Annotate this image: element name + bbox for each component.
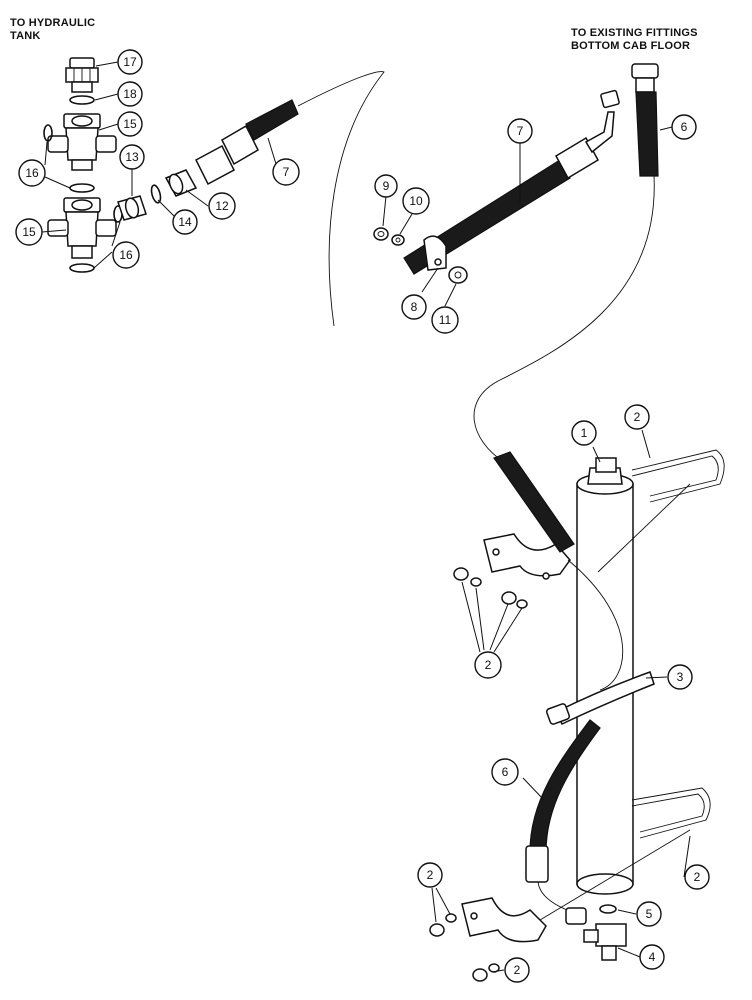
callout-7-middle: 7 xyxy=(507,118,533,144)
callout-2-u-bolt-lower: 2 xyxy=(684,864,710,890)
bracket-lower xyxy=(461,897,547,943)
nuts-upper xyxy=(453,567,528,609)
callout-16-upper: 16 xyxy=(18,159,46,187)
washer-10 xyxy=(391,234,405,246)
svg-text:2: 2 xyxy=(694,870,701,884)
callout-2-nut-bottom: 2 xyxy=(504,957,530,983)
svg-text:2: 2 xyxy=(427,868,434,882)
tee-fitting-upper xyxy=(47,113,117,171)
callout-2-nuts-lower: 2 xyxy=(417,862,443,888)
hose-6-lower-fitting xyxy=(525,845,549,883)
svg-text:16: 16 xyxy=(119,248,133,262)
nut-12 xyxy=(164,169,198,197)
callout-10: 10 xyxy=(402,187,430,215)
o-ring-18 xyxy=(69,95,95,105)
svg-text:3: 3 xyxy=(677,670,684,684)
hose-3-upper xyxy=(493,451,575,553)
note-line-2: BOTTOM CAB FLOOR xyxy=(571,40,691,52)
svg-text:13: 13 xyxy=(125,150,139,164)
svg-text:17: 17 xyxy=(123,55,137,69)
o-ring-16-middle xyxy=(69,183,95,193)
svg-text:6: 6 xyxy=(681,120,688,134)
note-line-1: TO EXISTING FITTINGS xyxy=(571,27,698,39)
callout-2-u-bolt-upper: 2 xyxy=(624,404,650,430)
hose-6-lower-line xyxy=(537,881,573,913)
callout-4: 4 xyxy=(639,944,665,970)
callout-6-lower: 6 xyxy=(491,758,519,786)
tee-fitting-lower xyxy=(47,197,117,259)
svg-text:14: 14 xyxy=(178,215,192,229)
bracket-upper xyxy=(483,533,571,580)
hose-clamp-8 xyxy=(423,235,447,271)
callout-12: 12 xyxy=(208,192,236,220)
note-line-1: TO HYDRAULIC xyxy=(10,17,96,29)
callout-7-left: 7 xyxy=(272,158,300,186)
svg-text:11: 11 xyxy=(439,313,452,327)
note-to-hydraulic-tank: TO HYDRAULIC TANK xyxy=(10,17,95,43)
u-bolt-lower xyxy=(539,787,711,921)
hose-7-end-fitting xyxy=(554,89,620,180)
svg-text:1: 1 xyxy=(581,426,588,440)
callout-14: 14 xyxy=(172,209,198,235)
elbow-fitting-4 xyxy=(565,907,627,961)
nut-9 xyxy=(373,227,389,241)
fitting-adapter-17 xyxy=(65,57,99,93)
washer-11 xyxy=(448,266,468,284)
svg-text:15: 15 xyxy=(123,117,137,131)
strap-clamp xyxy=(545,671,655,725)
note-to-existing-fittings: TO EXISTING FITTINGS BOTTOM CAB FLOOR xyxy=(571,27,698,53)
hose-6-top-fitting xyxy=(631,63,659,93)
callout-6-top: 6 xyxy=(671,114,697,140)
svg-text:9: 9 xyxy=(383,179,390,193)
o-ring-16-upper xyxy=(43,124,53,142)
svg-text:6: 6 xyxy=(502,765,509,779)
svg-text:7: 7 xyxy=(283,165,290,179)
callout-9: 9 xyxy=(374,174,398,198)
hose-6-top xyxy=(635,91,659,177)
svg-text:15: 15 xyxy=(22,225,36,239)
o-ring-16-lower xyxy=(69,263,95,273)
u-bolt-upper xyxy=(597,449,725,573)
svg-text:4: 4 xyxy=(649,950,656,964)
hose-fitting-7-left xyxy=(195,124,259,186)
callout-13: 13 xyxy=(119,144,145,170)
svg-text:5: 5 xyxy=(646,907,653,921)
callout-3: 3 xyxy=(667,664,693,690)
svg-text:12: 12 xyxy=(215,199,229,213)
svg-text:2: 2 xyxy=(514,963,521,977)
callout-16-lower: 16 xyxy=(112,241,140,269)
hose-path-7 xyxy=(297,71,385,327)
connector-13 xyxy=(117,195,147,221)
callout-5: 5 xyxy=(636,901,662,927)
hose-6-lower xyxy=(529,719,601,853)
callout-2-nuts-upper: 2 xyxy=(474,651,502,679)
svg-text:2: 2 xyxy=(485,658,492,672)
callout-18: 18 xyxy=(117,81,143,107)
o-ring-14 xyxy=(150,184,162,204)
filter-canister-1 xyxy=(576,457,634,895)
callout-11: 11 xyxy=(431,306,459,334)
svg-text:10: 10 xyxy=(409,194,423,208)
svg-text:2: 2 xyxy=(634,410,641,424)
nuts-lower xyxy=(429,913,500,982)
callout-15-lower: 15 xyxy=(15,218,43,246)
note-line-2: TANK xyxy=(10,30,41,42)
o-ring-5 xyxy=(599,904,617,914)
callout-15-upper: 15 xyxy=(117,111,143,137)
callout-17: 17 xyxy=(117,49,143,75)
callout-1: 1 xyxy=(571,420,597,446)
svg-text:8: 8 xyxy=(411,300,418,314)
hose-path-6 xyxy=(473,175,655,463)
svg-text:18: 18 xyxy=(123,87,137,101)
hose-3-loop xyxy=(567,559,624,691)
svg-text:7: 7 xyxy=(517,124,524,138)
hose-7-left xyxy=(245,99,299,141)
callout-8: 8 xyxy=(401,294,427,320)
svg-text:16: 16 xyxy=(25,166,39,180)
